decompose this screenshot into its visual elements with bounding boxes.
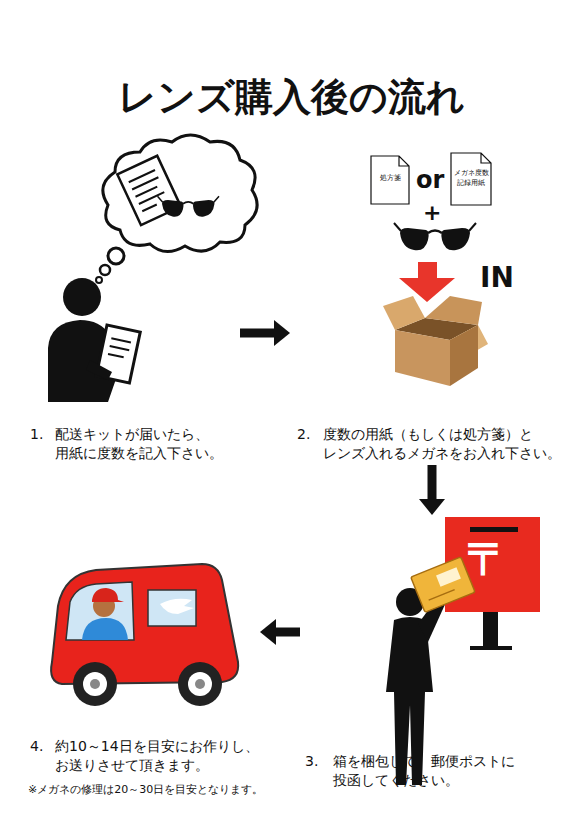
thought-bubble xyxy=(96,135,257,283)
thought-bubble xyxy=(103,135,257,252)
person-writing xyxy=(48,278,140,402)
step-caption: 配送キットが届いたら、 用紙に度数を記入下さい。 xyxy=(55,425,240,463)
step-number: 1. xyxy=(30,425,43,444)
arrow-shaft xyxy=(240,329,276,338)
arrow-shaft xyxy=(428,465,437,501)
step-group: 1. 配送キットが届いたら、 用紙に度数を記入下さい。 xyxy=(20,135,240,470)
delivery-van xyxy=(90,679,100,689)
arrow-head xyxy=(274,320,290,346)
delivery-van xyxy=(148,590,196,626)
person-writing xyxy=(63,278,101,316)
document-icon: 処方箋 xyxy=(370,155,410,205)
person-posting xyxy=(429,590,455,600)
arrow-shaft xyxy=(274,628,300,637)
delivery-van xyxy=(195,679,205,689)
delivery-van xyxy=(51,564,238,706)
red-down-arrow xyxy=(399,262,455,302)
person-posting xyxy=(411,557,475,612)
delivery-van xyxy=(160,599,194,614)
document-outline xyxy=(371,156,409,204)
delivery-van xyxy=(188,672,212,696)
step-group: 2. 度数の用紙（もしくは処方箋）と レンズ入れるメガネをお入れ下さい。 処方箋 メガ… xyxy=(290,150,575,465)
plus-label: + xyxy=(423,200,441,226)
flow-arrow xyxy=(240,320,290,346)
document-label: 処方箋 xyxy=(370,174,410,183)
flow-arrow xyxy=(260,619,300,645)
diagram-title: レンズ購入後の流れ xyxy=(0,74,583,120)
step-caption: 度数の用紙（もしくは処方箋）と レンズ入れるメガネをお入れ下さい。 xyxy=(323,425,573,463)
cardboard-box xyxy=(395,330,450,386)
step-group: 3. 箱を梱包して、郵便ポストに 投函してください。 xyxy=(300,515,565,800)
cardboard-box xyxy=(425,296,482,325)
thought-bubble xyxy=(100,265,110,275)
postal-mark: 〒 xyxy=(466,534,510,584)
person-posting xyxy=(411,557,475,612)
cardboard-box xyxy=(450,325,478,386)
cardboard-box xyxy=(383,296,488,386)
person-writing xyxy=(86,360,112,380)
sunglasses xyxy=(394,223,476,250)
delivery-van xyxy=(92,588,124,602)
delivery-van xyxy=(73,662,117,706)
step-caption: 箱を梱包して、郵便ポストに 投函してください。 xyxy=(333,752,558,790)
arrow-head xyxy=(419,499,445,515)
flow-arrow xyxy=(419,465,445,515)
mailbox xyxy=(483,612,498,648)
or-label: or xyxy=(416,166,444,194)
step-number: 4. xyxy=(30,737,43,756)
step-group: 4. 約10～14日を目安にお作りし、 お送りさせて頂きます。 xyxy=(20,520,260,785)
step-caption: 約10～14日を目安にお作りし、 お送りさせて頂きます。 xyxy=(55,737,260,775)
mailbox xyxy=(470,527,518,532)
repair-note: ※メガネの修理は20～30日を目安となります。 xyxy=(28,782,263,797)
delivery-van xyxy=(83,672,107,696)
person-posting xyxy=(436,567,461,586)
person-posting xyxy=(386,557,475,785)
delivery-van xyxy=(82,618,128,640)
step-number: 2. xyxy=(297,425,310,444)
document-outline xyxy=(451,153,491,205)
cardboard-box xyxy=(383,296,425,330)
in-label: IN xyxy=(480,262,514,294)
document-label: メガネ度数 記録用紙 xyxy=(450,168,492,188)
document-icon: メガネ度数 記録用紙 xyxy=(450,152,492,206)
thought-bubble xyxy=(108,248,124,264)
arrow-head xyxy=(260,619,276,645)
thought-bubble xyxy=(158,196,220,216)
step-number: 3. xyxy=(305,752,318,771)
delivery-van xyxy=(178,662,222,706)
person-writing xyxy=(108,338,131,358)
mailbox xyxy=(470,646,512,650)
delivery-van xyxy=(66,582,134,640)
thought-bubble xyxy=(96,277,102,283)
